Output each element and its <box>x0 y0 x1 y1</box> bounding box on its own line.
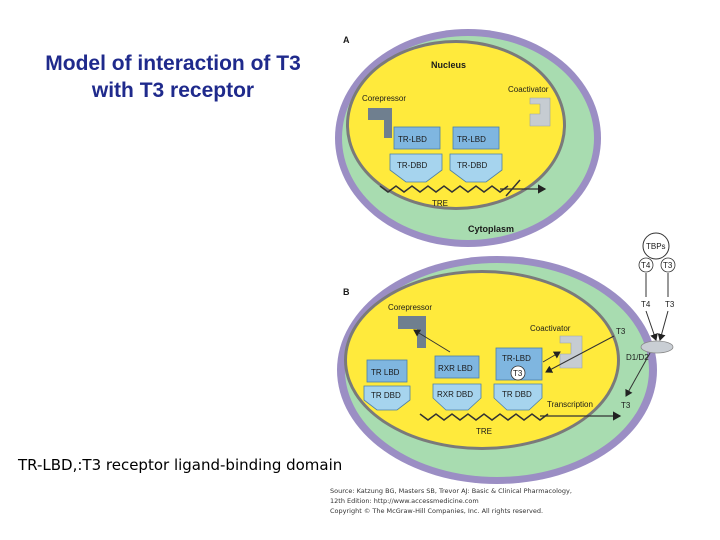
title-line-2: with T3 receptor <box>91 79 255 102</box>
panel-b-letter: B <box>343 287 350 297</box>
panel-a-tr-lbd-left: TR-LBD <box>398 135 427 144</box>
t3-outside-label: T3 <box>665 300 675 309</box>
panel-a-tre: TRE <box>432 199 448 208</box>
source-line-1: Source: Katzung BG, Masters SB, Trevor A… <box>330 487 572 495</box>
source-line-2: 12th Edition: http://www.accessmedicine.… <box>330 497 479 505</box>
panel-a-tr-dbd-right-box <box>449 153 503 183</box>
panel-a-tr-lbd-right-box <box>452 126 500 150</box>
panel-a-tr-lbd-right: TR-LBD <box>457 135 486 144</box>
panel-b-t3-bound: T3 <box>513 369 523 378</box>
panel-b-tr-dbd-box <box>363 385 411 411</box>
panel-a-tr-lbd-left-box <box>393 126 441 150</box>
panel-b-coactivator-label: Coactivator <box>530 324 571 333</box>
title-line-1: Model of interaction of T3 <box>45 52 301 75</box>
panel-b-tr-lbd: TR LBD <box>371 368 400 377</box>
panel-b-tr-lbd-box <box>366 359 408 383</box>
t4-entry-arrow <box>645 310 658 341</box>
panel-a-corepressor-label: Corepressor <box>362 94 406 103</box>
t3-entry-arrow <box>657 310 669 341</box>
t4-circle <box>638 257 654 273</box>
t4-outside-label: T4 <box>641 300 651 309</box>
t3-lower-label: T3 <box>621 401 631 410</box>
slide-title: Model of interaction of T3 with T3 recep… <box>8 50 338 104</box>
t3-circle-label: T3 <box>663 261 673 270</box>
panel-b-tr-dbd-right: TR DBD <box>502 390 532 399</box>
panel-a-block-mark <box>505 179 521 197</box>
panel-b-rxr-lbd-box <box>434 355 480 379</box>
panel-b-rxr-lbd: RXR LBD <box>438 364 473 373</box>
panel-b-tr-dbd: TR DBD <box>371 391 401 400</box>
source-line-3: Copyright © The McGraw-Hill Companies, I… <box>330 507 544 515</box>
deiodinase-enzyme <box>640 340 674 354</box>
t4-circle-label: T4 <box>641 261 651 270</box>
panel-b-transcription: Transcription <box>547 400 593 409</box>
panel-b-tr-dbd-right-box <box>493 383 543 411</box>
d1-d2-label: D1/D2 <box>626 353 649 362</box>
panel-a-cytoplasm-label: Cytoplasm <box>468 224 514 234</box>
caption: TR-LBD,:T3 receptor ligand-binding domai… <box>18 456 343 474</box>
tbps-circle <box>642 232 670 260</box>
panel-a-corepressor-shape <box>368 108 392 138</box>
panel-b-t3-ligand <box>510 365 526 381</box>
panel-a-tr-dbd-left-box <box>389 153 443 183</box>
panel-a-coactivator-shape <box>529 97 551 127</box>
panel-a-tr-dbd-left: TR-DBD <box>397 161 427 170</box>
panel-b-tre: TRE <box>476 427 492 436</box>
panel-b-corepressor-release-arrow <box>413 329 451 353</box>
panel-b-corepressor-label: Corepressor <box>388 303 432 312</box>
t3-conversion-arrow <box>625 352 651 397</box>
t3-circle <box>660 257 676 273</box>
t3-upper-label: T3 <box>616 327 626 336</box>
panel-b-corepressor-shape <box>398 316 426 348</box>
source-credit: Source: Katzung BG, Masters SB, Trevor A… <box>330 486 572 516</box>
panel-a-nucleus-label: Nucleus <box>431 60 466 70</box>
panel-a-coactivator-label: Coactivator <box>508 85 549 94</box>
panel-a-dna <box>379 185 509 193</box>
panel-b-t3-entry-arrow <box>545 335 615 373</box>
panel-b-rxr-dbd: RXR DBD <box>437 390 473 399</box>
panel-b-coactivator-arrow <box>542 351 561 363</box>
tbps-label: TBPs <box>646 242 666 251</box>
panel-b-dna <box>419 413 549 421</box>
panel-b-tr-lbd-right: TR-LBD <box>502 354 531 363</box>
panel-a-tr-dbd-right: TR-DBD <box>457 161 487 170</box>
panel-b-rxr-dbd-box <box>432 383 482 411</box>
panel-a-letter: A <box>343 35 350 45</box>
